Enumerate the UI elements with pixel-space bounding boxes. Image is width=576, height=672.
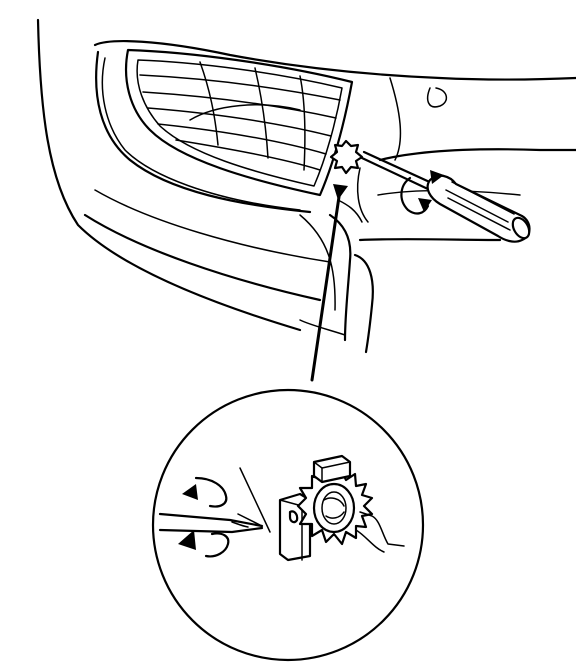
adjusting-screw [329, 139, 364, 175]
rotation-arrows [400, 170, 444, 215]
detail-leader-line [310, 184, 348, 382]
bumper-fascia [36, 18, 576, 354]
fog-light-lens [124, 48, 354, 197]
detail-screwdriver-tip [158, 512, 264, 534]
detail-callout [151, 388, 425, 662]
adjuster-gear [296, 466, 374, 546]
detail-top-tab [312, 454, 352, 484]
screwdriver [360, 150, 531, 243]
detail-rotation-arrows [178, 476, 230, 558]
